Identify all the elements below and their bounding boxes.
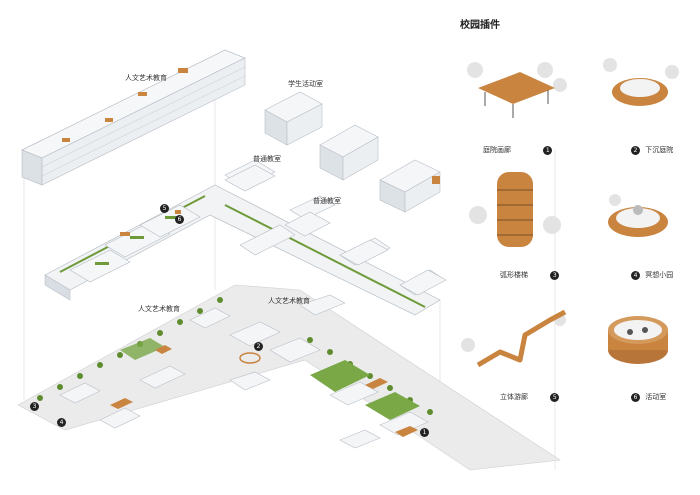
map-badge-5: 5 [160,204,169,213]
map-badge-4: 4 [57,418,66,427]
plugin-name-2: 下沉庭院 [645,146,674,154]
map-badge-6: 6 [175,215,184,224]
plugin-illustrations [461,58,679,368]
plugin-name-4: 冥想小园 [645,271,674,279]
label-arts-ground-left: 人文艺术教育 [138,305,180,313]
plugin-name-1: 庭院画廊 [483,146,511,154]
plugin-6-image [608,316,668,364]
map-badge-1: 1 [420,428,429,437]
plugin-name-5: 立体游廊 [500,393,528,401]
top-long-building [21,49,246,186]
ground-buildings [59,294,429,449]
label-classroom-2: 普通教室 [313,197,341,205]
plugin-4-image [608,194,668,237]
plugin-caption-4: 4 冥想小园 [628,270,673,280]
label-student-activity: 学生活动室 [288,80,323,88]
plugin-badge-1: 1 [543,145,553,155]
upper-buildings [224,91,447,296]
map-badge-3: 3 [30,402,39,411]
plugin-badge-5: 5 [550,392,560,402]
plugin-caption-6: 6 活动室 [628,392,666,402]
label-arts-top: 人文艺术教育 [125,74,167,82]
plugin-2-image [603,58,679,106]
plugin-badge-2: 2 [631,145,640,155]
plugin-caption-3: 弧形楼梯 3 [500,270,562,280]
guide-lines [23,80,556,470]
plugin-name-3: 弧形楼梯 [500,271,528,279]
plugin-badge-4: 4 [631,270,640,280]
plugin-name-6: 活动室 [645,393,667,401]
plugin-5-image [461,309,567,368]
ground-plan [17,284,561,471]
plugin-caption-1: 庭院画廊 1 [483,145,555,155]
plugin-badge-3: 3 [550,270,560,280]
map-badge-2: 2 [254,342,263,351]
plugin-3-image [469,172,561,247]
panel-title: 校园插件 [460,20,500,31]
plugin-badge-6: 6 [631,392,640,402]
label-arts-ground-right: 人文艺术教育 [268,297,310,305]
ground-wood-blocks [110,345,418,437]
label-classroom-1: 普通教室 [253,155,281,163]
plugin-caption-2: 2 下沉庭院 [628,145,673,155]
plugin-1-image [467,62,567,118]
plugin-caption-5: 立体游廊 5 [500,392,562,402]
